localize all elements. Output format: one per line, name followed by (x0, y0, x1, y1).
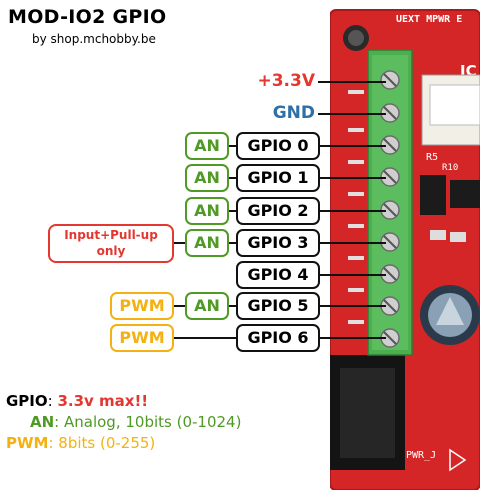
legend-key: PWM (6, 434, 49, 452)
an-badge: AN (185, 292, 229, 320)
gpio-label: GPIO 6 (236, 324, 320, 352)
legend-pwm: PWM: 8bits (0-255) (6, 434, 155, 452)
silk-r5: R5 (426, 152, 438, 163)
connector-line (229, 210, 237, 212)
connector-line (320, 242, 386, 244)
silk-top: UEXT MPWR E (396, 14, 462, 25)
connector-line (318, 81, 386, 83)
legend-value: 3.3v max!! (57, 392, 149, 410)
pwm-badge: PWM (110, 292, 174, 320)
silk-pwr: PWR_J (406, 450, 436, 461)
connector-line (320, 274, 386, 276)
connector-line (320, 210, 386, 212)
silk-r10: R10 (442, 163, 458, 173)
an-badge: AN (185, 132, 229, 160)
gpio-label: GPIO 1 (236, 164, 320, 192)
legend-sep: : (48, 434, 59, 452)
board-illustration: UEXT MPWR E IC R5 R10 PWR_J (330, 9, 480, 490)
legend-an: AN: Analog, 10bits (0-1024) (30, 413, 241, 431)
power-label-3v3: +3.3V (257, 71, 315, 91)
connector-line (174, 305, 186, 307)
connector-line (320, 145, 386, 147)
connector-line (229, 242, 237, 244)
gpio-label: GPIO 5 (236, 292, 320, 320)
connector-line (318, 113, 386, 115)
legend-key: AN (30, 413, 55, 431)
page-title: MOD-IO2 GPIO (8, 6, 167, 28)
connector-line (229, 145, 237, 147)
legend-sep: : (54, 413, 64, 431)
an-badge: AN (185, 229, 229, 257)
gpio-label: GPIO 4 (236, 261, 320, 289)
gpio-label: GPIO 0 (236, 132, 320, 160)
legend-value: Analog, 10bits (0-1024) (64, 413, 242, 431)
pullup-note: Input+Pull-up only (48, 224, 174, 263)
connector-line (229, 305, 237, 307)
connector-line (320, 305, 386, 307)
pwm-badge: PWM (110, 324, 174, 352)
connector-line (320, 177, 386, 179)
legend-sep: : (47, 392, 58, 410)
legend-gpio: GPIO: 3.3v max!! (6, 392, 148, 410)
an-badge: AN (185, 164, 229, 192)
page-subtitle: by shop.mchobby.be (32, 32, 156, 46)
connector-line (174, 337, 237, 339)
connector-line (320, 337, 386, 339)
power-label-gnd: GND (272, 103, 315, 123)
an-badge: AN (185, 197, 229, 225)
legend-key: GPIO (6, 392, 48, 410)
legend-value: 8bits (0-255) (58, 434, 156, 452)
gpio-label: GPIO 3 (236, 229, 320, 257)
connector-line (174, 242, 186, 244)
connector-line (229, 177, 237, 179)
gpio-label: GPIO 2 (236, 197, 320, 225)
